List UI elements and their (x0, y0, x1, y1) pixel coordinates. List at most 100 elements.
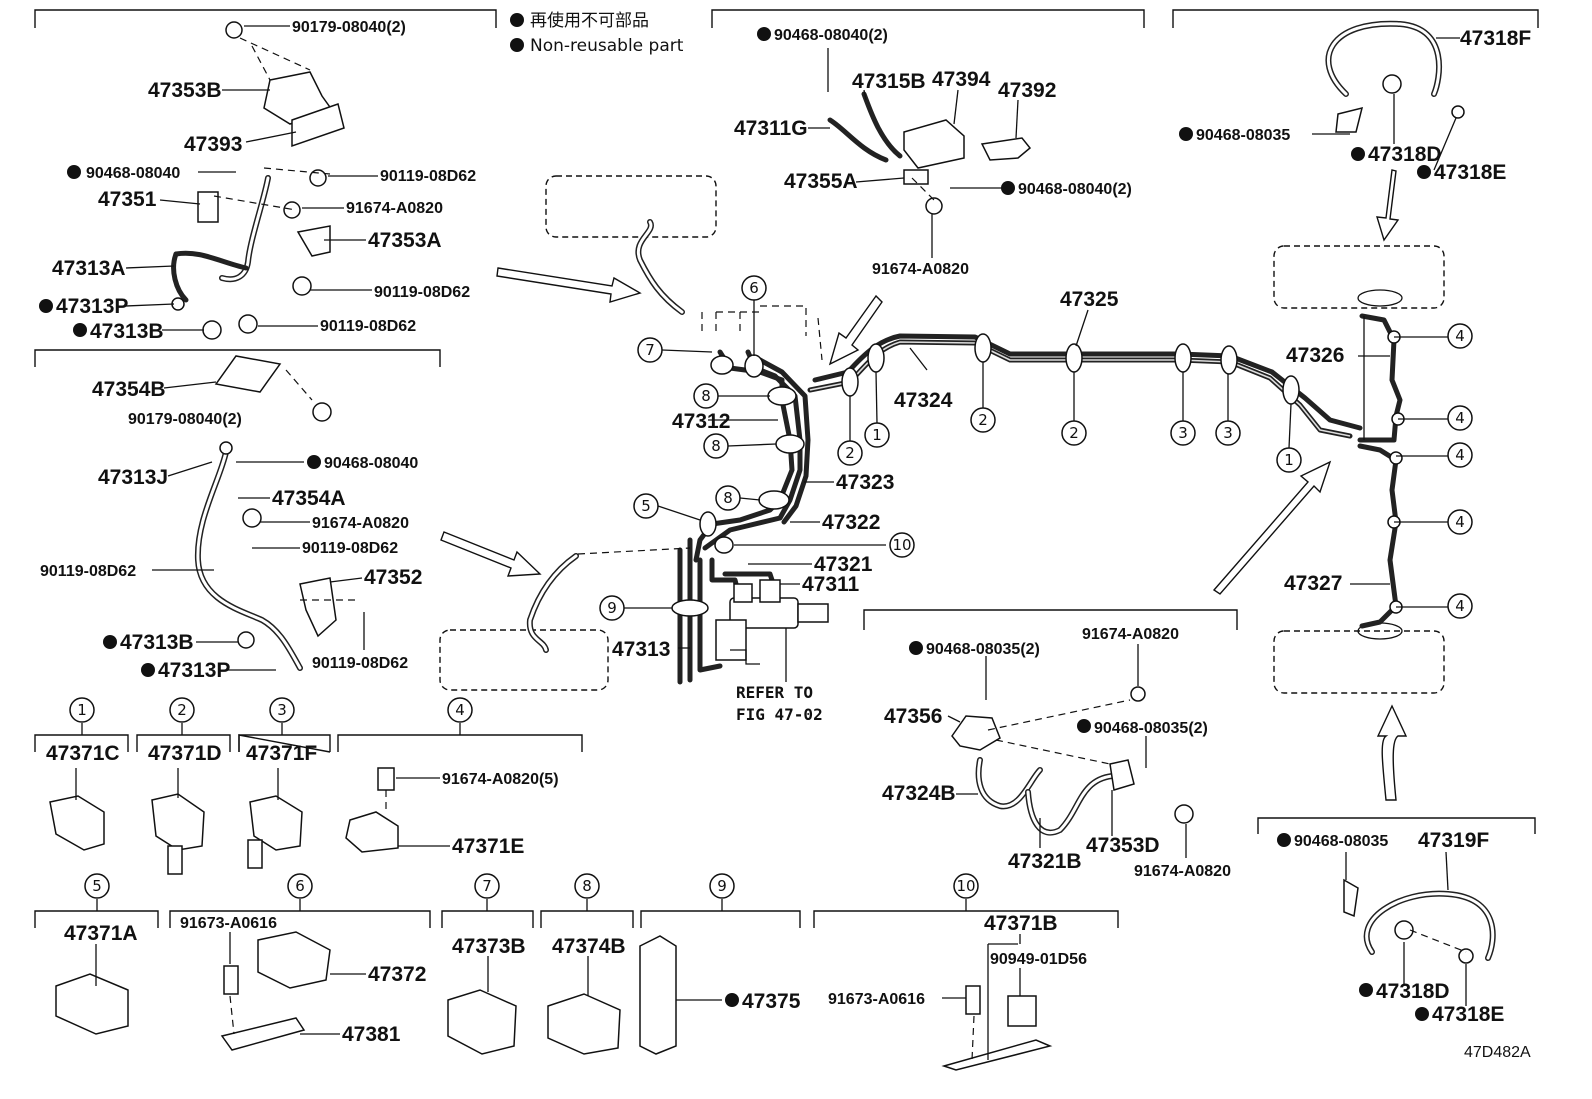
label-47313J: 47313J (98, 466, 168, 489)
svg-text:9: 9 (717, 877, 727, 895)
label-47321B: 47321B (1008, 850, 1082, 873)
label-47311: 47311 (802, 573, 860, 596)
label-47313A: 47313A (52, 257, 126, 280)
svg-text:8: 8 (711, 437, 721, 455)
svg-text:4: 4 (1455, 327, 1465, 345)
callout-3-group: 3 (269, 697, 295, 723)
svg-text:9: 9 (607, 599, 617, 617)
label-90468-08035-2-b: 90468-08035(2) (1094, 720, 1208, 737)
part-labels: 90179-08040(2) 47353B 47393 90468-08040 … (40, 19, 1531, 1061)
label-90468-08035-b: 90468-08035 (1294, 833, 1388, 850)
callout-4-c: 4 (1447, 442, 1473, 468)
callout-10: 10 (889, 532, 915, 558)
label-47318E: 47318E (1434, 161, 1506, 184)
label-90119-08D62-c: 90119-08D62 (320, 318, 416, 335)
label-47324: 47324 (894, 389, 953, 412)
svg-text:3: 3 (1223, 424, 1233, 442)
svg-text:5: 5 (92, 877, 102, 895)
callout-4-d: 4 (1447, 509, 1473, 535)
label-91674-A0820-c: 91674-A0820 (872, 261, 969, 278)
svg-text:3: 3 (277, 701, 287, 719)
label-90179-08040-2-b: 90179-08040(2) (128, 411, 242, 428)
svg-text:8: 8 (701, 387, 711, 405)
label-47371B: 47371B (984, 912, 1058, 935)
svg-text:2: 2 (845, 444, 855, 462)
svg-text:1: 1 (872, 426, 882, 444)
label-91674-A0820-5: 91674-A0820(5) (442, 771, 559, 788)
svg-text:1: 1 (77, 701, 87, 719)
label-47354A: 47354A (272, 487, 346, 510)
callout-2-group: 2 (169, 697, 195, 723)
label-47313: 47313 (612, 638, 670, 661)
svg-text:5: 5 (641, 497, 651, 515)
callout-3-b: 3 (1215, 420, 1241, 446)
label-91673-A0616-a: 91673-A0616 (180, 915, 277, 932)
legend: 再使用不可部品 Non-reusable part (510, 10, 684, 56)
label-90119-08D62-f: 90119-08D62 (312, 655, 408, 672)
label-47372: 47372 (368, 963, 426, 986)
nonreusable-dots (39, 27, 1431, 1021)
label-47327: 47327 (1284, 572, 1342, 595)
callout-2-c: 2 (1061, 420, 1087, 446)
callout-1-a: 1 (864, 422, 890, 448)
label-47313B: 47313B (90, 320, 164, 343)
label-47353D: 47353D (1086, 834, 1160, 857)
figure-code: 47D482A (1464, 1044, 1531, 1061)
callout-1-group: 1 (69, 697, 95, 723)
label-47323: 47323 (836, 471, 894, 494)
svg-text:4: 4 (1455, 446, 1465, 464)
label-47312: 47312 (672, 410, 730, 433)
label-47392: 47392 (998, 79, 1056, 102)
label-90119-08D62-d: 90119-08D62 (302, 540, 398, 557)
callout-8-group: 8 (574, 873, 600, 899)
label-47353A: 47353A (368, 229, 442, 252)
label-90468-08040-2-top: 90468-08040(2) (774, 27, 888, 44)
label-47374B: 47374B (552, 935, 626, 958)
svg-text:4: 4 (455, 701, 465, 719)
line-clamps (671, 330, 1405, 617)
label-47351: 47351 (98, 188, 157, 211)
callout-8-c: 8 (715, 485, 741, 511)
label-47313P-b: 47313P (158, 659, 230, 682)
label-47315B: 47315B (852, 70, 926, 93)
svg-text:7: 7 (645, 341, 655, 359)
callout-5: 5 (633, 493, 659, 519)
leader-lines (75, 25, 1467, 1060)
callout-2-a: 2 (837, 440, 863, 466)
callout-8-a: 8 (693, 383, 719, 409)
label-47324B: 47324B (882, 782, 956, 805)
label-47325: 47325 (1060, 288, 1119, 311)
label-90468-08035-2-a: 90468-08035(2) (926, 641, 1040, 658)
label-47371E: 47371E (452, 835, 524, 858)
label-47354B: 47354B (92, 378, 166, 401)
label-47356: 47356 (884, 705, 942, 728)
callout-1-b: 1 (1276, 447, 1302, 473)
label-47381: 47381 (342, 1023, 401, 1046)
label-47318D-b: 47318D (1376, 980, 1450, 1003)
svg-text:6: 6 (295, 877, 305, 895)
label-90119-08D62-e: 90119-08D62 (40, 563, 136, 580)
label-47321: 47321 (814, 553, 873, 576)
label-91674-A0820-e: 91674-A0820 (1134, 863, 1231, 880)
label-47318F: 47318F (1460, 27, 1531, 50)
label-90949-01D56: 90949-01D56 (990, 951, 1087, 968)
label-47394: 47394 (932, 68, 991, 91)
label-47311G: 47311G (734, 117, 808, 140)
direction-arrows (440, 169, 1408, 801)
label-47319F: 47319F (1418, 829, 1489, 852)
label-91674-A0820-d: 91674-A0820 (1082, 626, 1179, 643)
callout-7-group: 7 (474, 873, 500, 899)
label-90468-08035: 90468-08035 (1196, 127, 1290, 144)
label-90468-08040: 90468-08040 (86, 165, 180, 182)
callout-9: 9 (599, 595, 625, 621)
label-47318E-b: 47318E (1432, 1003, 1504, 1026)
label-90179-08040-2: 90179-08040(2) (292, 19, 406, 36)
svg-text:10: 10 (892, 536, 911, 554)
svg-text:2: 2 (978, 411, 988, 429)
section-brackets (34, 9, 1539, 928)
svg-text:8: 8 (582, 877, 592, 895)
svg-text:2: 2 (1069, 424, 1079, 442)
refer-line-1: REFER TO (736, 683, 813, 702)
callout-4-group: 4 (447, 697, 473, 723)
